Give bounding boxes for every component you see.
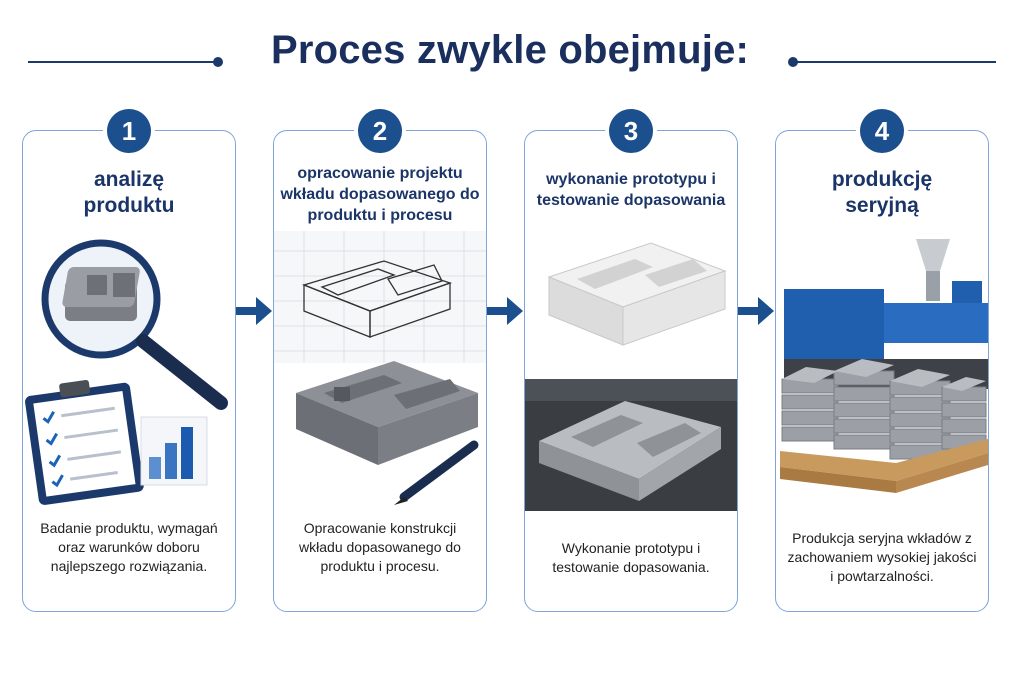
step-number-badge: 1 bbox=[107, 109, 151, 153]
step-card-2: 2 opracowanie projektu wkładu dopasowane… bbox=[273, 109, 487, 612]
step-description: Badanie produktu, wymagań oraz warunków … bbox=[40, 520, 218, 574]
title-row: Proces zwykle obejmuje: bbox=[0, 28, 1024, 88]
prototype-illustration bbox=[525, 242, 737, 511]
step-heading: produkcję seryjną bbox=[831, 168, 933, 217]
step-number-badge: 2 bbox=[358, 109, 402, 153]
step-card-3: 3 wykonanie prototypu i testowanie dopas… bbox=[524, 109, 738, 612]
step-card-4: 4 produkcję seryjną bbox=[775, 109, 989, 612]
title-divider-right bbox=[793, 61, 996, 63]
product-analysis-illustration bbox=[25, 239, 228, 505]
design-illustration bbox=[274, 231, 486, 505]
arrow-right-icon bbox=[236, 297, 272, 325]
page-title: Proces zwykle obejmuje: bbox=[270, 28, 750, 72]
step-number-badge: 3 bbox=[609, 109, 653, 153]
step-heading: wykonanie prototypu i testowanie dopasow… bbox=[536, 171, 726, 209]
step-card-1: 1 analizę produktu Badanie produktu, wym… bbox=[22, 109, 236, 612]
step-heading: analizę produktu bbox=[83, 168, 175, 217]
step-description: Wykonanie prototypu i testowanie dopasow… bbox=[552, 540, 710, 575]
step-description: Produkcja seryjna wkładów z zachowaniem … bbox=[787, 530, 977, 584]
title-divider-left bbox=[28, 61, 218, 63]
step-heading: opracowanie projektu wkładu dopasowanego… bbox=[280, 165, 480, 224]
title-dot-left bbox=[213, 57, 223, 67]
step-description: Opracowanie konstrukcji wkładu dopasowan… bbox=[299, 520, 461, 574]
arrow-right-icon bbox=[738, 297, 774, 325]
arrow-right-icon bbox=[487, 297, 523, 325]
step-number-badge: 4 bbox=[860, 109, 904, 153]
serial-production-illustration bbox=[780, 239, 988, 493]
